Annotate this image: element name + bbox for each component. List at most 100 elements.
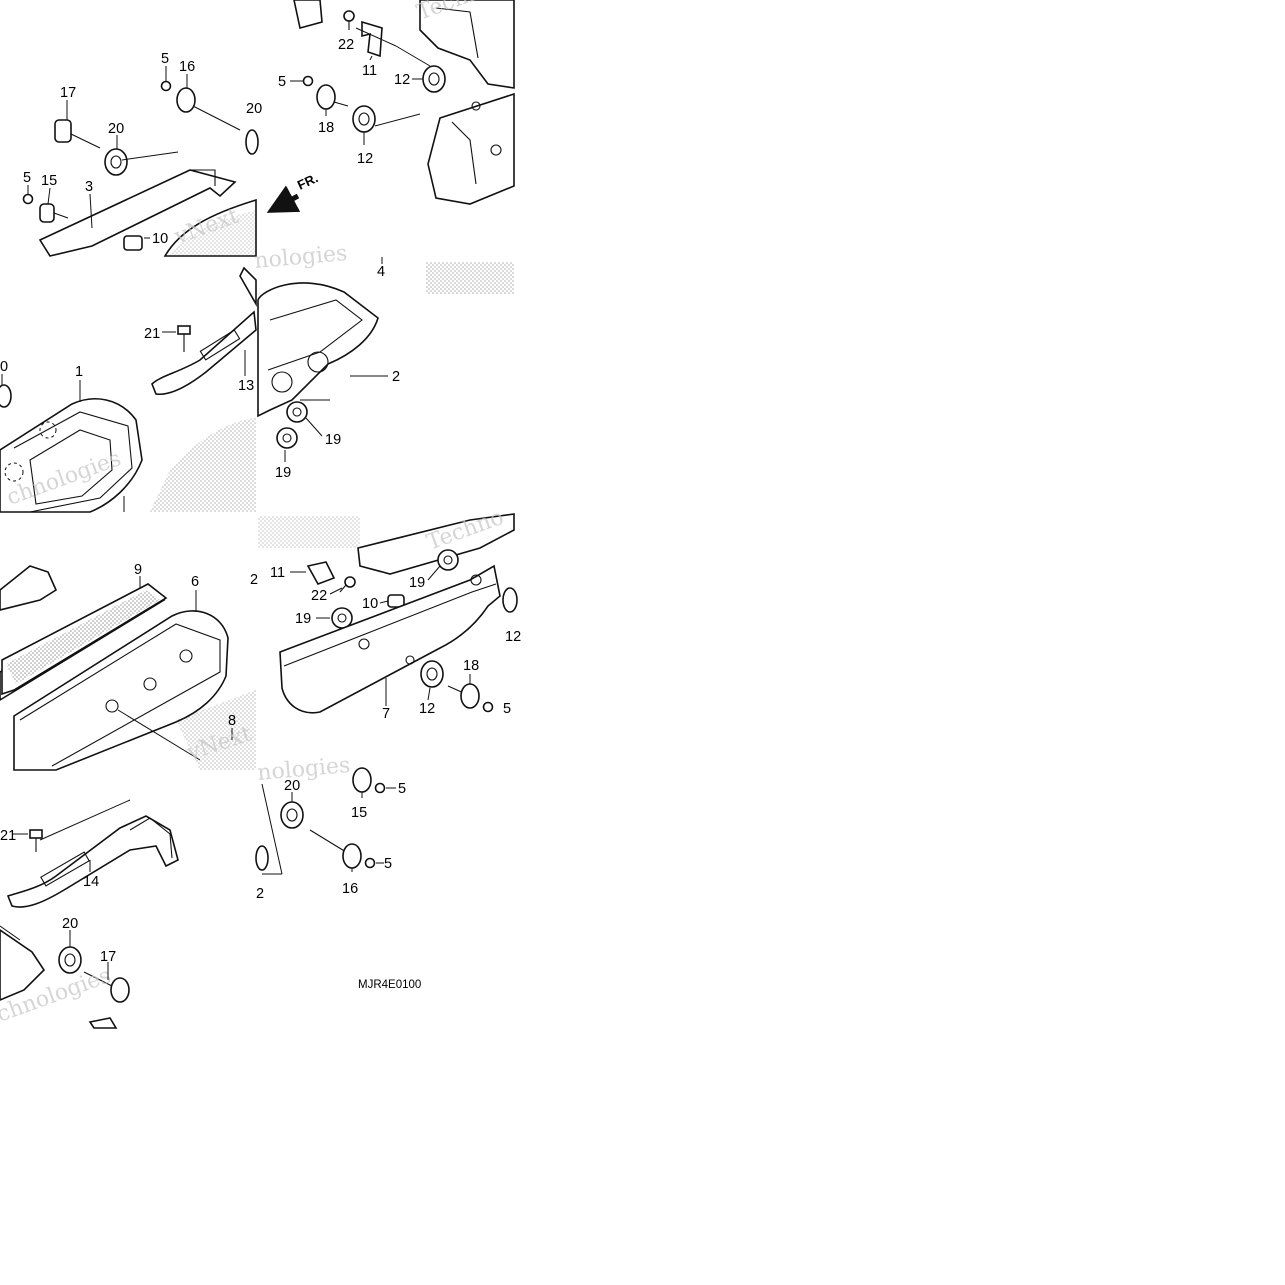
grommet-20-bottom bbox=[58, 946, 82, 974]
svg-text:nologies: nologies bbox=[253, 241, 348, 274]
housing-1 bbox=[0, 398, 143, 513]
nut-5-lower-a bbox=[374, 782, 386, 794]
bolt-22-top bbox=[343, 10, 355, 30]
direction-label: FR. bbox=[295, 170, 320, 192]
collar-19-d bbox=[331, 607, 353, 629]
nut-5-top-right bbox=[302, 75, 314, 87]
housing-upper bbox=[419, 0, 515, 89]
collar-19-a bbox=[286, 401, 308, 423]
callout-20: 20 bbox=[62, 916, 78, 932]
callout-17: 17 bbox=[60, 85, 76, 101]
nut-5-lower-b bbox=[364, 857, 376, 869]
callout-12: 12 bbox=[505, 629, 521, 645]
callout-9: 9 bbox=[134, 562, 142, 578]
callout-5: 5 bbox=[161, 51, 169, 67]
grommet-12-bottom bbox=[420, 660, 444, 688]
pad-upper bbox=[357, 513, 515, 575]
callout-20: 20 bbox=[108, 121, 124, 137]
callout-19: 19 bbox=[295, 611, 311, 627]
bracket-11-bottom bbox=[306, 561, 336, 585]
bolt-16-bottom bbox=[309, 829, 362, 869]
bracket-3 bbox=[38, 169, 237, 257]
tile-mid-left: chnologies bbox=[0, 266, 257, 513]
callout-8: 8 bbox=[228, 713, 236, 729]
collar-19-c bbox=[437, 549, 459, 571]
callout-3: 3 bbox=[85, 179, 93, 195]
callout-11: 11 bbox=[270, 565, 285, 581]
callout-18: 18 bbox=[318, 120, 334, 136]
tile-lower-left: vNext bbox=[0, 565, 256, 771]
callout-16: 16 bbox=[179, 59, 195, 75]
bolt-16-top bbox=[176, 87, 241, 131]
nut-5-top bbox=[160, 80, 172, 92]
callout-15: 15 bbox=[351, 805, 367, 821]
bracket-11-top bbox=[361, 20, 383, 58]
callout-12: 12 bbox=[419, 701, 435, 717]
callout-5: 5 bbox=[384, 856, 392, 872]
callout-16: 16 bbox=[342, 881, 358, 897]
tile-bottom-left: chnologies bbox=[0, 799, 179, 1029]
callout-15: 15 bbox=[41, 173, 57, 189]
bolt-18-bottom bbox=[447, 683, 480, 709]
callout-22: 22 bbox=[338, 37, 354, 53]
tile-top-left: vNext bbox=[22, 66, 259, 257]
callout-19: 19 bbox=[409, 575, 425, 591]
callout-20: 20 bbox=[284, 778, 300, 794]
bolt-21-top bbox=[177, 325, 191, 352]
tile-top-right: FR. Techno bbox=[266, 0, 515, 213]
grommet-20-top bbox=[104, 148, 128, 176]
callout-21: 21 bbox=[144, 326, 160, 342]
callout-10: 10 bbox=[152, 231, 168, 247]
nut-5-left bbox=[22, 193, 34, 205]
callout-10: 10 bbox=[362, 596, 378, 612]
nut-5-bottom bbox=[482, 701, 494, 713]
bolt-17-bottom bbox=[83, 971, 130, 1003]
callout-11: 11 bbox=[362, 63, 377, 79]
clip-10-top bbox=[123, 235, 143, 251]
callout-14: 14 bbox=[83, 874, 99, 890]
frame-lower-left bbox=[0, 929, 46, 1001]
bolt-22-bottom bbox=[339, 576, 356, 593]
callout-12: 12 bbox=[394, 72, 410, 88]
callout-5: 5 bbox=[503, 701, 511, 717]
grommet-20-lower-right bbox=[280, 801, 304, 829]
callout-22: 22 bbox=[311, 588, 327, 604]
callout-18: 18 bbox=[463, 658, 479, 674]
tile-bottom-right: nologies bbox=[255, 753, 396, 875]
callout-12: 12 bbox=[357, 151, 373, 167]
tile-mid-right: nologies bbox=[253, 241, 514, 462]
stay-14 bbox=[6, 815, 179, 908]
diagram-code: MJR4E0100 bbox=[358, 979, 421, 991]
bolt-21-bottom bbox=[29, 829, 43, 852]
callout-21: 21 bbox=[0, 828, 16, 844]
grommet-12-mid bbox=[352, 105, 376, 133]
grommet-12-top bbox=[422, 65, 446, 93]
callout-20: 20 bbox=[246, 101, 262, 117]
callout-1: 1 bbox=[75, 364, 83, 380]
callout-4: 4 bbox=[377, 264, 385, 280]
callout-5: 5 bbox=[398, 781, 406, 797]
svg-text:nologies: nologies bbox=[256, 753, 351, 786]
callout-2: 2 bbox=[250, 572, 258, 588]
collar-19-b bbox=[276, 427, 298, 449]
bolt-15-top bbox=[39, 203, 69, 223]
callout-2: 2 bbox=[256, 886, 264, 902]
bolt-17 bbox=[54, 119, 101, 149]
front-direction-arrow: FR. bbox=[266, 170, 320, 213]
callout-labels: 5 16 17 20 20 5 15 3 10 22 11 5 12 18 12… bbox=[0, 37, 521, 965]
callout-19: 19 bbox=[275, 465, 291, 481]
callout-6: 6 bbox=[191, 574, 199, 590]
callout-17: 17 bbox=[100, 949, 116, 965]
tile-lower-right: Techno bbox=[258, 505, 518, 714]
callout-13: 13 bbox=[238, 378, 254, 394]
case-2 bbox=[257, 282, 379, 418]
callout-19: 19 bbox=[325, 432, 341, 448]
callout-5: 5 bbox=[278, 74, 286, 90]
stay-13 bbox=[151, 310, 257, 396]
callout-5: 5 bbox=[23, 170, 31, 186]
callout-2: 2 bbox=[392, 369, 400, 385]
bolt-18-top bbox=[316, 84, 349, 110]
callout-0: 0 bbox=[0, 359, 8, 375]
callout-7: 7 bbox=[382, 706, 390, 722]
